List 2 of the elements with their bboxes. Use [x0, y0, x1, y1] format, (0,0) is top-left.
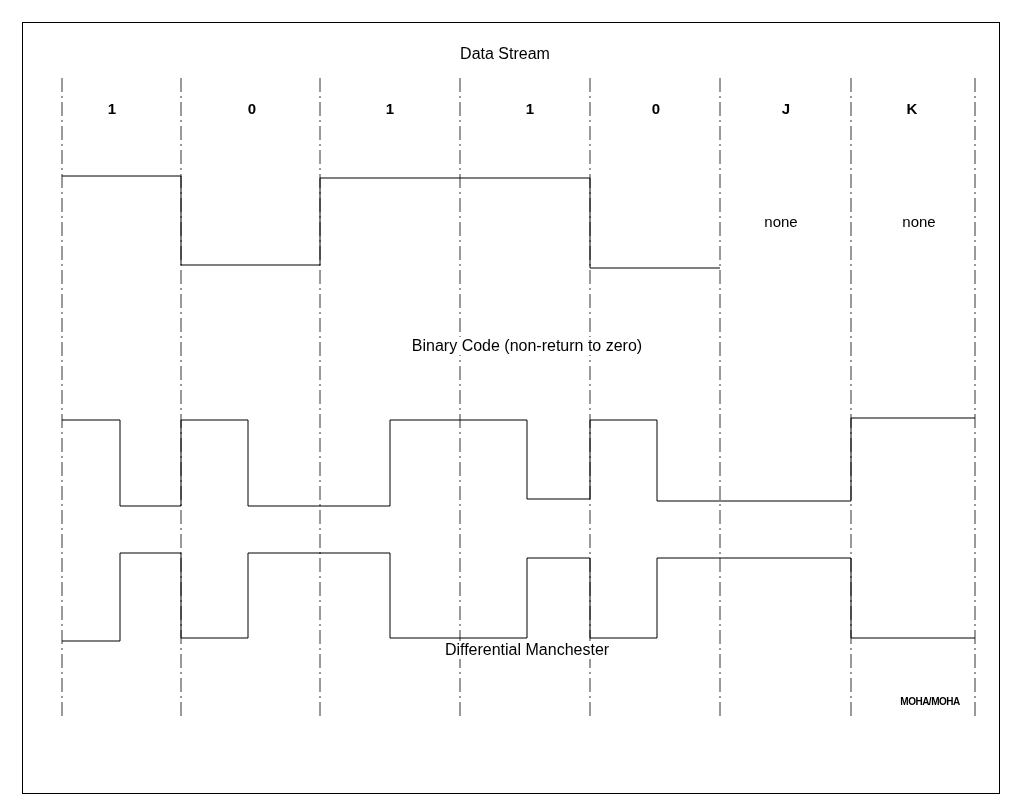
note-text: MOHA/MOHA — [898, 695, 962, 707]
diagram-title: Data Stream — [460, 45, 550, 62]
